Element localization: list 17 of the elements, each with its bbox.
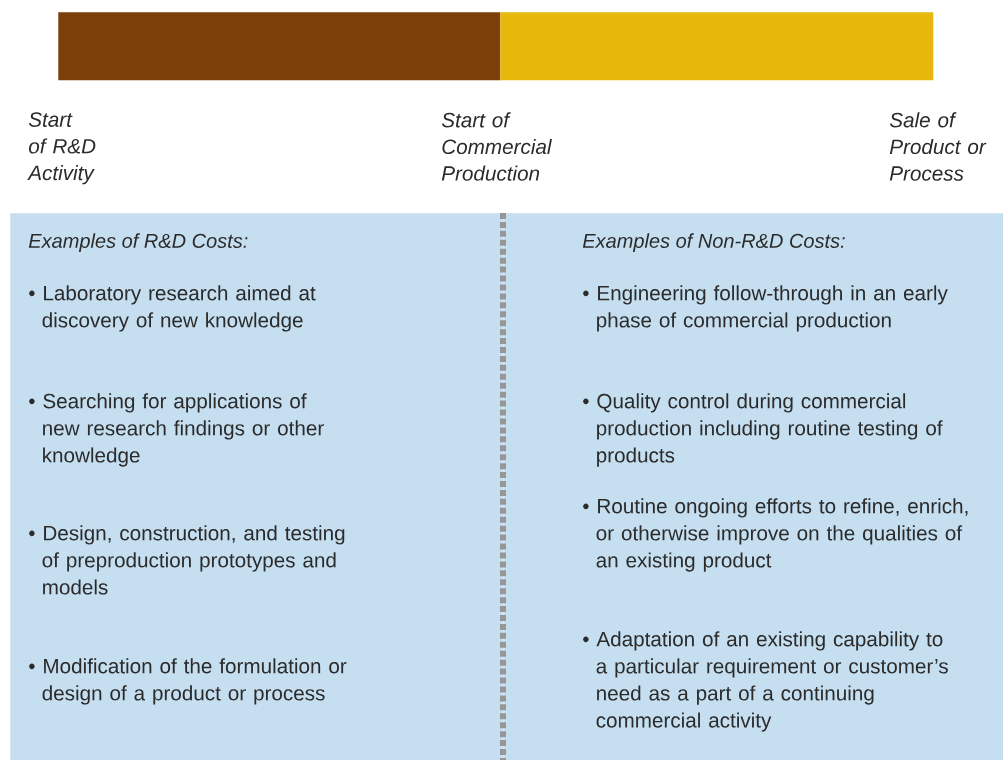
bullet-item: • Design, construction, and testing of preproduction prototypes and models xyxy=(29,525,345,595)
milestone-label: Start of R&D Activity xyxy=(27,112,96,185)
bullet-item: • Adaptation of an existing capability to a particular requirement or customer’s need as a part of a continuing commercial activity xyxy=(583,631,948,732)
bullet-item: • Routine ongoing efforts to refine, enrich, or otherwise improve on the qualities of an existing product xyxy=(583,498,968,572)
milestone-label: Sale of Product or Process xyxy=(889,112,987,181)
bullet-item: • Engineering follow-through in an early phase of commercial production xyxy=(583,285,948,332)
bullet-item: • Quality control during commercial production including routine testing of products xyxy=(583,393,943,467)
timeline-bar xyxy=(500,12,934,81)
timeline-bar xyxy=(58,12,501,81)
panel-heading: Examples of Non-R&D Costs: xyxy=(582,233,845,252)
bullet-item: • Modification of the formulation or design of a product or process xyxy=(29,658,347,705)
cost-panel xyxy=(503,213,1003,760)
milestone-label: Start of Commercial Production xyxy=(441,112,552,181)
bullet-item: • Laboratory research aimed at discovery of new knowledge xyxy=(29,285,316,332)
cost-panel xyxy=(10,213,504,760)
bullet-item: • Searching for applications of new research findings or other knowledge xyxy=(29,393,324,467)
panel-heading: Examples of R&D Costs: xyxy=(28,233,248,252)
